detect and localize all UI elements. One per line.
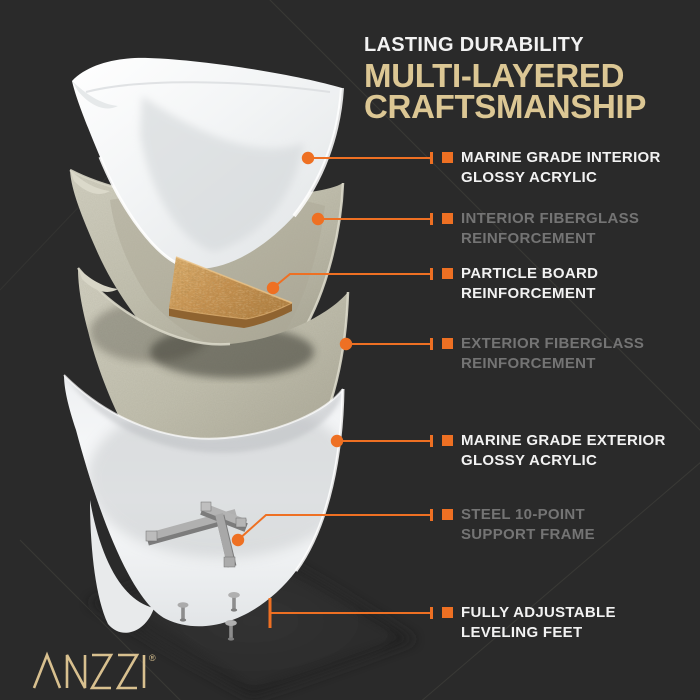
- callout-marine-grade-exterior: MARINE GRADE EXTERIOR GLOSSY ACRYLIC: [442, 431, 666, 471]
- leader-interior-fiberglass: [311, 212, 433, 226]
- steel-support-frame: [145, 501, 248, 568]
- callout-leader-lines: [231, 151, 433, 628]
- callout-interior-fiberglass: INTERIOR FIBERGLASS REINFORCEMENT: [442, 209, 639, 249]
- leader-steel-frame: [231, 509, 433, 547]
- callout-line1: PARTICLE BOARD: [461, 265, 599, 282]
- callout-line2: REINFORCEMENT: [461, 285, 596, 302]
- callout-line1: EXTERIOR FIBERGLASS: [461, 335, 645, 352]
- anzzi-logo: ANZZI ®: [31, 648, 173, 694]
- orange-square-marker-icon: [442, 509, 453, 520]
- leveling-foot: [228, 592, 240, 612]
- page-title-line1: MULTI-LAYERED: [364, 57, 625, 94]
- callout-leveling-feet: FULLY ADJUSTABLE LEVELING FEET: [442, 603, 616, 643]
- leader-marine-grade-interior: [301, 151, 433, 165]
- orange-square-marker-icon: [442, 338, 453, 349]
- orange-square-marker-icon: [442, 435, 453, 446]
- orange-square-marker-icon: [442, 152, 453, 163]
- callout-marine-grade-interior: MARINE GRADE INTERIOR GLOSSY ACRYLIC: [442, 148, 661, 188]
- leveling-feet: [177, 592, 240, 641]
- orange-square-marker-icon: [442, 268, 453, 279]
- marine-grade-interior-acrylic-shell: [72, 57, 344, 270]
- callout-line2: LEVELING FEET: [461, 624, 583, 641]
- marine-grade-exterior-acrylic-shell: [63, 374, 345, 633]
- callout-line1: STEEL 10-POINT: [461, 506, 585, 523]
- callout-line1: MARINE GRADE INTERIOR: [461, 149, 661, 166]
- callout-line2: REINFORCEMENT: [461, 355, 596, 372]
- leader-particle-board: [266, 268, 433, 295]
- callout-exterior-fiberglass: EXTERIOR FIBERGLASS REINFORCEMENT: [442, 334, 644, 374]
- leader-leveling-feet: [268, 598, 433, 628]
- callout-line1: FULLY ADJUSTABLE: [461, 604, 616, 621]
- orange-square-marker-icon: [442, 607, 453, 618]
- leader-marine-grade-exterior: [330, 434, 433, 448]
- leveling-foot: [177, 602, 189, 622]
- leader-exterior-fiberglass: [339, 337, 433, 351]
- callout-line2: SUPPORT FRAME: [461, 526, 595, 543]
- header: LASTING DURABILITY MULTI-LAYERED CRAFTSM…: [364, 34, 647, 125]
- callout-line1: INTERIOR FIBERGLASS: [461, 210, 640, 227]
- callout-line2: GLOSSY ACRYLIC: [461, 452, 598, 469]
- callout-steel-frame: STEEL 10-POINT SUPPORT FRAME: [442, 505, 595, 545]
- callout-particle-board: PARTICLE BOARD REINFORCEMENT: [442, 264, 598, 304]
- page-title-line2: CRAFTSMANSHIP: [364, 88, 647, 125]
- callout-line2: REINFORCEMENT: [461, 230, 596, 247]
- orange-square-marker-icon: [442, 213, 453, 224]
- header-eyebrow: LASTING DURABILITY: [364, 34, 584, 56]
- leveling-foot: [225, 620, 237, 641]
- callout-line2: GLOSSY ACRYLIC: [461, 169, 598, 186]
- callout-line1: MARINE GRADE EXTERIOR: [461, 432, 666, 449]
- registered-mark: ®: [149, 653, 156, 663]
- anzzi-logo-letters: ®: [32, 651, 156, 690]
